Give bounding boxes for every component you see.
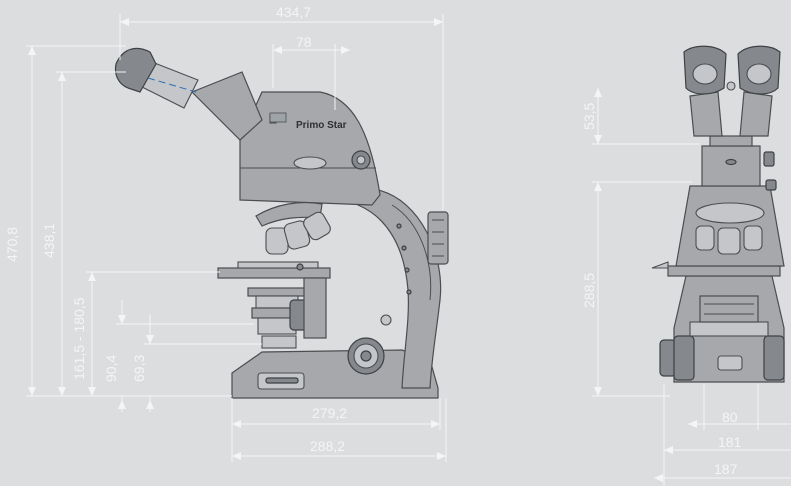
dimension-lines-front (592, 88, 791, 486)
dim-eyepiece-offset: 78 (296, 34, 312, 50)
dim-total-height: 470,8 (4, 227, 20, 262)
dim-stage-height-range: 161,5 - 180,5 (71, 297, 87, 380)
dim-base-depth: 279,2 (312, 405, 347, 421)
dim-foot-width: 187 (714, 461, 738, 477)
microscope-front-view (651, 45, 785, 383)
dim-total-width: 434,7 (276, 4, 311, 20)
dimension-lines-side (26, 14, 447, 462)
dim-arm-height: 438,1 (41, 223, 57, 258)
brand-label: Primo Star (296, 120, 347, 131)
dim-stage-width: 80 (722, 409, 738, 425)
dim-eyepiece-height: 53,5 (581, 103, 597, 130)
microscope-side-view: Primo Star (114, 47, 449, 399)
dim-base-width: 181 (718, 434, 742, 450)
dim-stage-base-height: 69,3 (131, 355, 147, 382)
dim-foot-depth: 288,2 (310, 438, 345, 454)
dim-condenser-height: 90,4 (103, 355, 119, 382)
dim-front-height: 288,5 (581, 273, 597, 308)
